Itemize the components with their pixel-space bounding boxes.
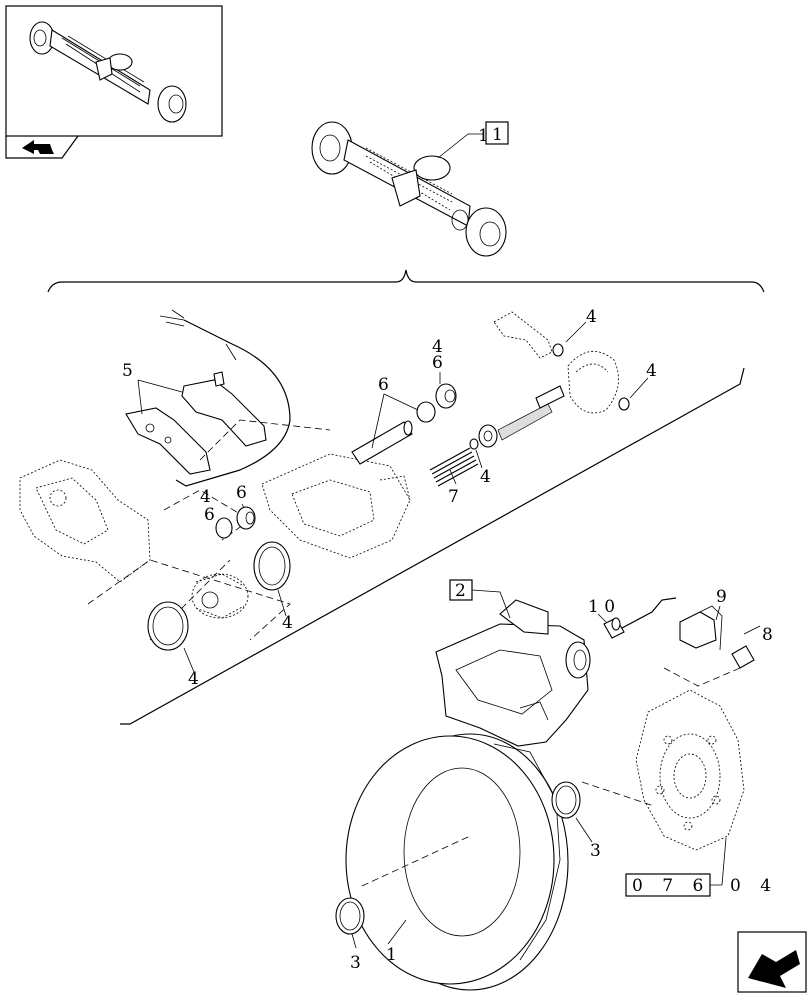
callout-bush-a: 6 [378, 375, 389, 395]
callout-large-seal-mid: 4 [282, 613, 293, 633]
callout-disc: 1 [386, 945, 397, 965]
large-seal-ring-left [147, 601, 189, 651]
callout-small-ring: 4 [480, 467, 491, 487]
wear-sensor [621, 597, 723, 651]
figure-code: 0 7 6 0 4 [625, 837, 778, 897]
small-o-ring [469, 438, 479, 450]
brake-pad-set [125, 371, 267, 475]
caliper-bracket-left [19, 459, 151, 583]
callout-fitting: 1 0 [588, 597, 615, 617]
hose-clamp [567, 351, 619, 414]
callout-ring-a: 4 [432, 337, 443, 357]
callout-sensor: 9 [716, 587, 727, 607]
callout-brake-pads: 5 [122, 361, 133, 381]
caliper-box-label: 2 [455, 581, 466, 601]
wheel-hub-right [635, 689, 745, 851]
callout-snap-ring-left: 3 [350, 953, 361, 973]
arrow-back-icon[interactable] [22, 140, 54, 154]
large-seal-ring-mid [253, 541, 291, 591]
caliper-housing-center [261, 453, 411, 559]
exploded-group-outline [120, 367, 745, 725]
piston-assembly [478, 385, 565, 448]
snap-ring-right [551, 781, 581, 819]
bush-pair-upper [416, 383, 457, 423]
return-spring [429, 447, 479, 487]
bleeder-fitting [603, 617, 625, 639]
bush-pair-lower [215, 506, 256, 539]
reference-box-label: 1 [492, 125, 503, 145]
callout-spring: 7 [448, 487, 459, 507]
bleed-screw [731, 625, 761, 669]
reference-callout-1: 1 1 [437, 121, 509, 159]
group-brace [47, 269, 765, 293]
callout-seal-ring-right: 4 [646, 361, 657, 381]
axle-thumbnail-sketch [29, 21, 187, 123]
axle-reference-image [311, 121, 507, 257]
callout-bush-b-label: 6 [204, 505, 215, 525]
callout-snap-ring-right: 3 [590, 841, 601, 861]
callout-bleed-screw: 8 [762, 625, 773, 645]
callout-bush-c: 6 [236, 483, 247, 503]
svg-text:0 7 6: 0 7 6 [632, 876, 710, 896]
callout-pin-bush: 6 [432, 353, 443, 373]
arrow-next-icon[interactable] [737, 931, 807, 993]
wear-sensor-wire [175, 319, 291, 487]
seal-ring-upper-right [618, 397, 630, 411]
brake-disc [345, 733, 569, 991]
axle-thumbnail[interactable] [5, 5, 223, 159]
callout-seal-ring-top: 4 [586, 307, 597, 327]
brake-pipe-fitting [493, 311, 564, 359]
svg-text:1: 1 [478, 126, 489, 146]
callout-bush-b-top: 4 [200, 487, 211, 507]
caliper-assembly [435, 599, 591, 747]
callout-large-seal-left: 4 [188, 669, 199, 689]
svg-text:0 4: 0 4 [730, 876, 778, 896]
piston-cup [191, 573, 249, 619]
snap-ring-left [335, 897, 365, 935]
guide-pin [351, 420, 413, 465]
